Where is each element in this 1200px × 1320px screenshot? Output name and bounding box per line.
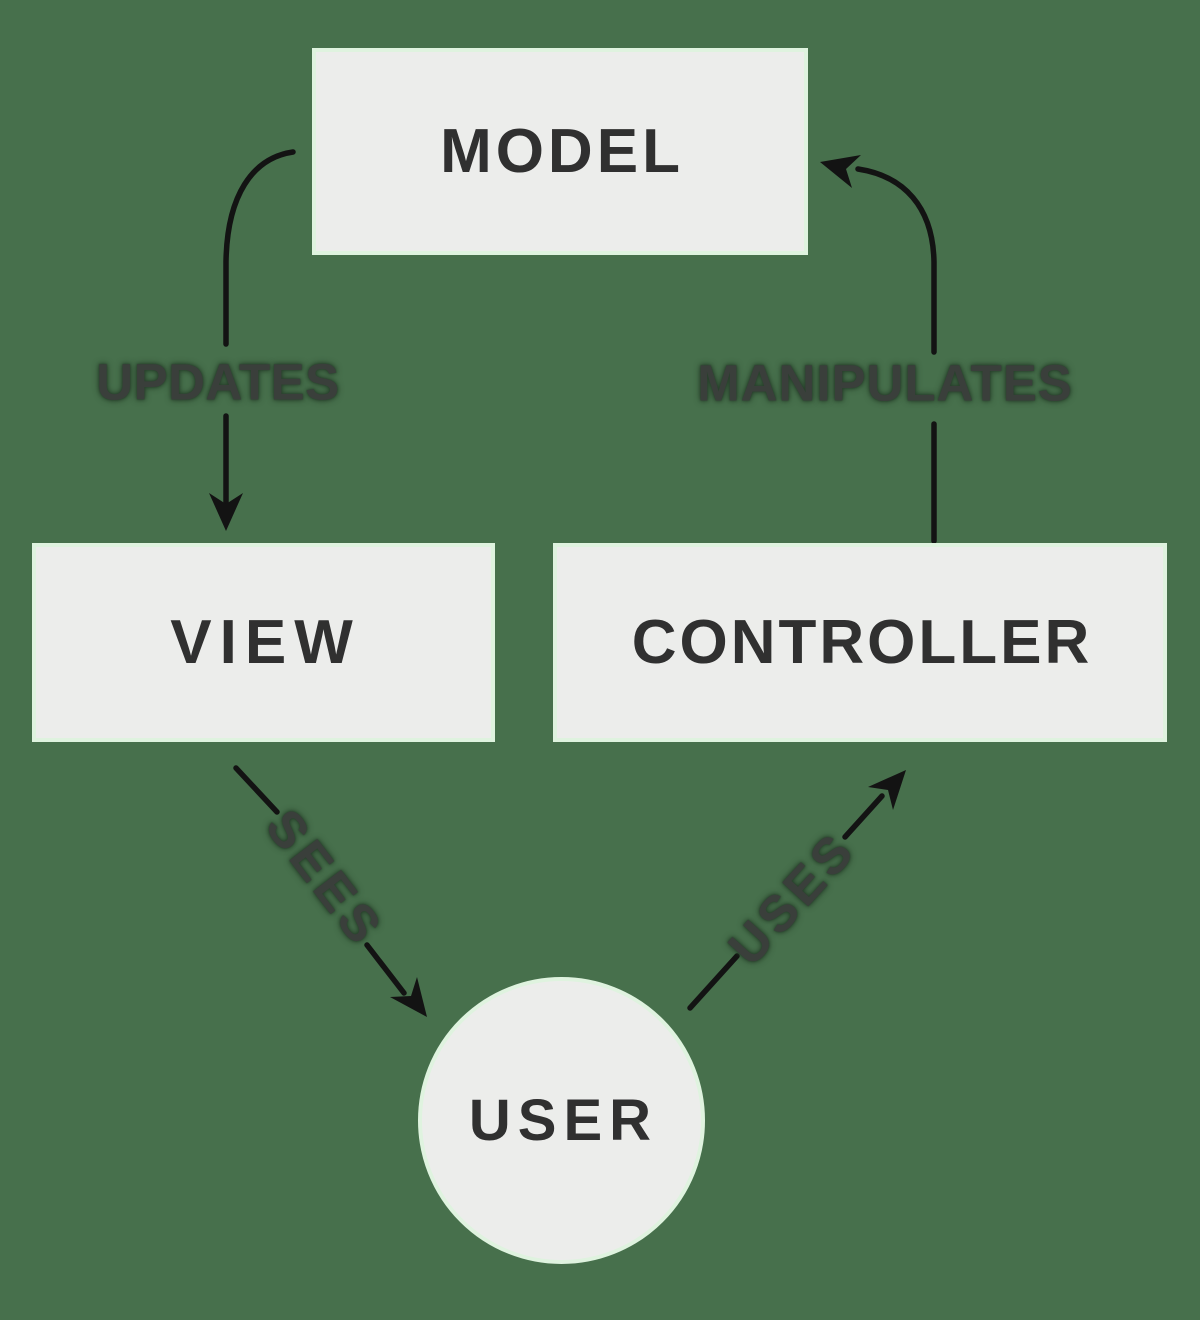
arrow-updates-arrowhead-icon xyxy=(209,493,243,531)
node-model: MODEL xyxy=(312,48,808,255)
arrow-uses xyxy=(687,770,906,1011)
node-controller-label: CONTROLLER xyxy=(631,608,1093,677)
arrow-manipulates xyxy=(820,155,937,544)
arrow-sees-arrowhead-icon xyxy=(390,977,427,1017)
node-view-label: VIEW xyxy=(170,608,361,677)
node-user-label: USER xyxy=(468,1088,659,1153)
arrow-updates-curve xyxy=(223,149,296,347)
arrow-sees-shaft-upper xyxy=(233,765,280,815)
arrow-uses-shaft-lower xyxy=(687,953,740,1011)
node-user: USER xyxy=(418,977,705,1264)
arrow-sees xyxy=(233,765,427,1017)
node-model-label: MODEL xyxy=(440,117,684,186)
arrow-uses-arrowhead-icon xyxy=(868,770,906,810)
arrow-manipulates-arrowhead-icon xyxy=(820,155,861,188)
arrow-updates xyxy=(209,149,296,531)
edge-label-manipulates: MANIPULATES xyxy=(697,354,1073,412)
node-view: VIEW xyxy=(32,543,495,742)
arrow-uses-shaft-upper xyxy=(842,793,885,840)
node-controller: CONTROLLER xyxy=(553,543,1167,742)
edge-label-updates: UPDATES xyxy=(96,353,340,411)
arrow-manipulates-curve xyxy=(855,166,937,355)
arrow-sees-shaft-lower xyxy=(364,942,407,996)
